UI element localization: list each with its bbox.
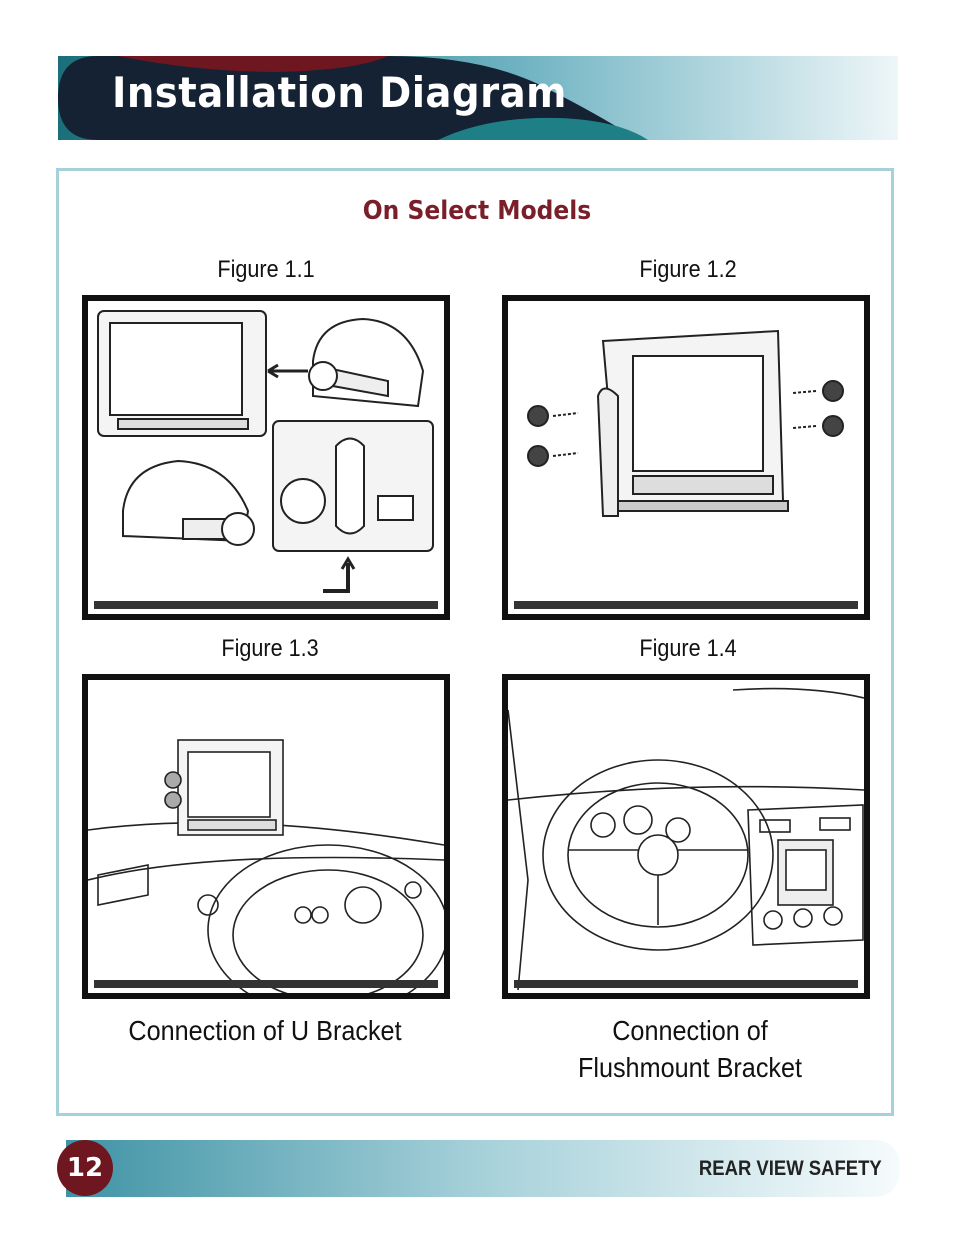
figure-1-2-label: Figure 1.2 (639, 256, 737, 283)
page-number: 12 (57, 1140, 113, 1196)
banner-graphic (58, 56, 898, 140)
header-banner (58, 56, 898, 140)
footer-brand: REAR VIEW SAFETY (699, 1157, 882, 1180)
figure-1-3-label: Figure 1.3 (221, 635, 319, 662)
figure-1-4-label: Figure 1.4 (639, 635, 737, 662)
figure-1-1-label: Figure 1.1 (217, 256, 315, 283)
figure-1-4-image (502, 674, 870, 999)
figure-1-1-image (82, 295, 450, 620)
figure-1-2-image (502, 295, 870, 620)
content-panel (56, 168, 894, 1116)
footer-bar (66, 1140, 900, 1197)
figure-1-3-image (82, 674, 450, 999)
page-title: Installation Diagram (112, 68, 567, 117)
caption-u-bracket: Connection of U Bracket (128, 1015, 402, 1046)
caption-flushmount-line2: Flushmount Bracket (577, 1052, 803, 1083)
section-subtitle: On Select Models (362, 196, 592, 226)
caption-flushmount-line1: Connection of (612, 1015, 768, 1046)
